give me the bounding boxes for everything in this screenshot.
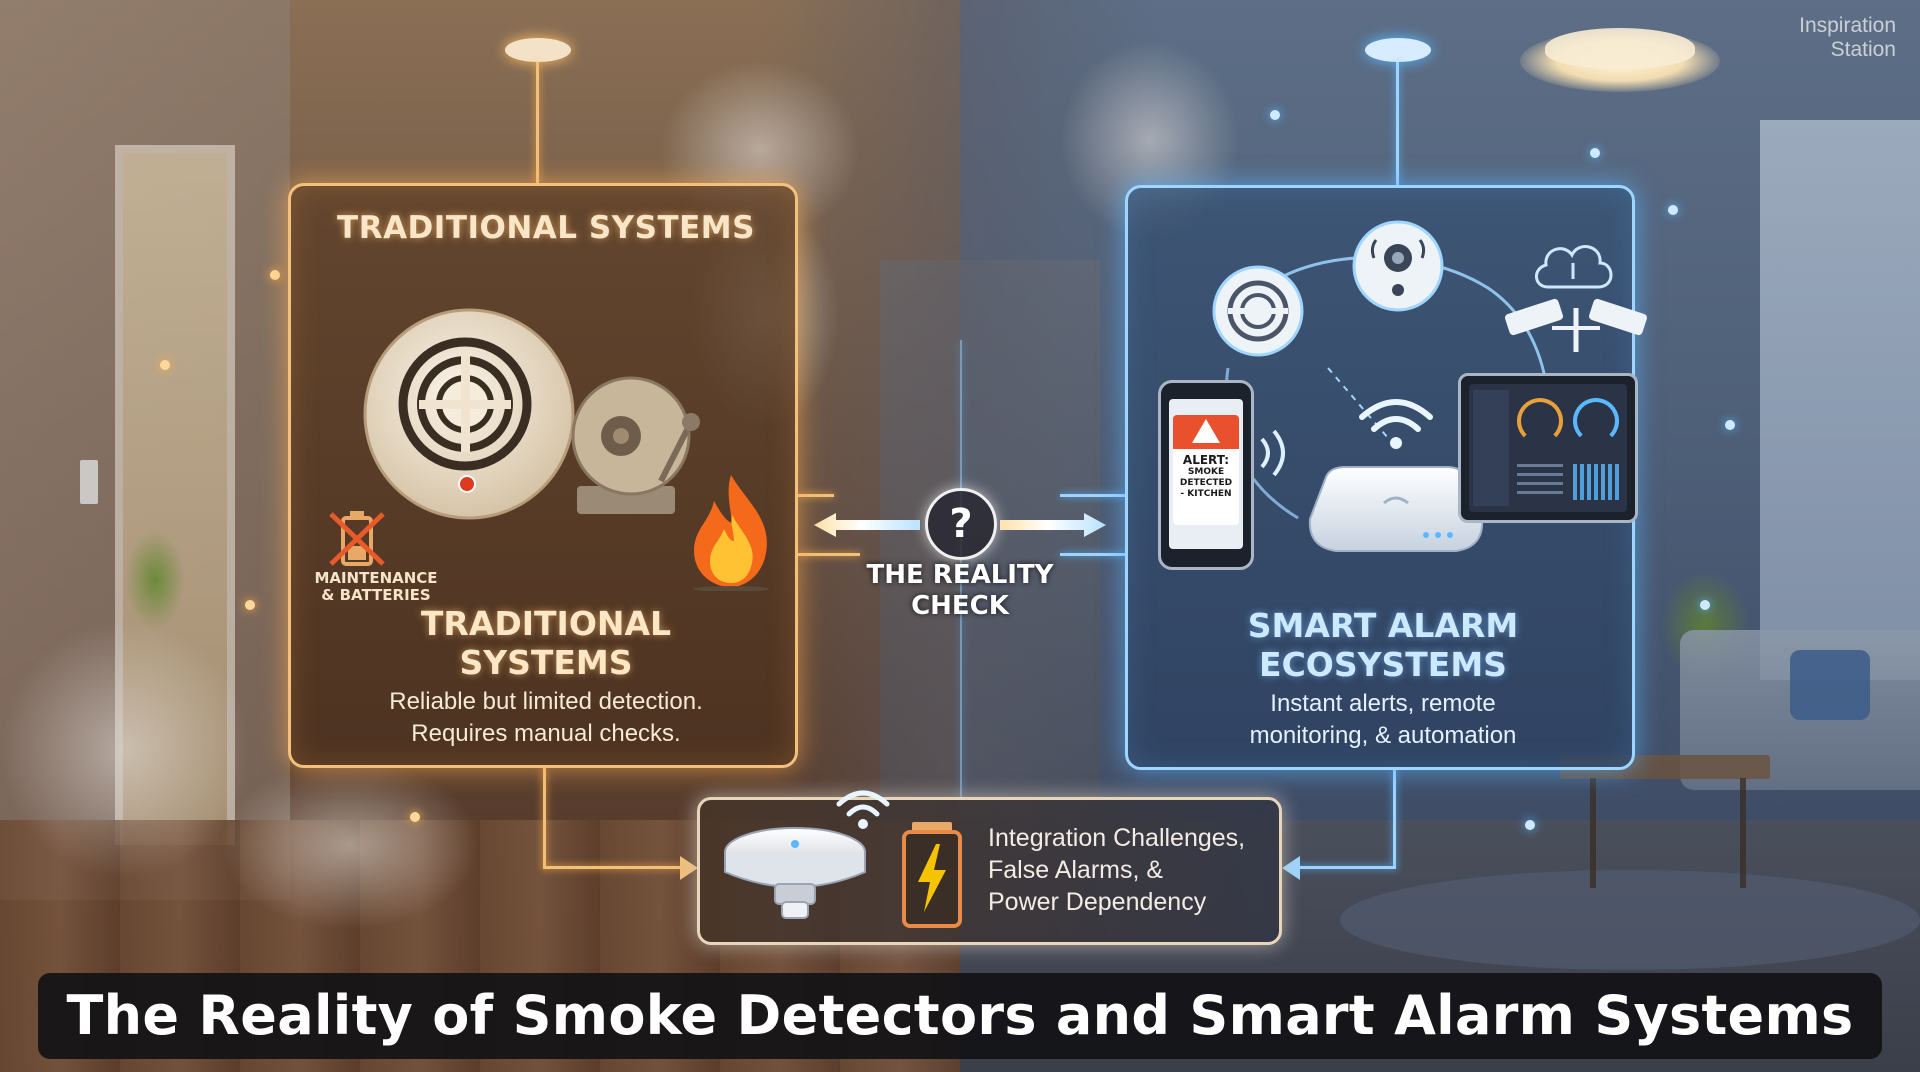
panel-heading: TRADITIONAL SYSTEMS xyxy=(337,210,755,246)
network-node xyxy=(1725,420,1735,430)
watermark-line: Station xyxy=(1830,38,1896,61)
title-line: TRADITIONAL xyxy=(420,604,672,643)
connector-line xyxy=(798,553,860,556)
smart-camera-detector-icon xyxy=(1350,218,1446,314)
bar-graph-icon xyxy=(1573,464,1619,500)
warning-icon xyxy=(1192,419,1220,443)
main-title: The Reality of Smoke Detectors and Smart… xyxy=(66,984,1854,1072)
network-node xyxy=(1700,600,1710,610)
connector-line xyxy=(1396,62,1399,185)
alarm-bell-icon xyxy=(571,356,711,526)
low-battery-icon xyxy=(900,820,964,928)
traditional-systems-panel: TRADITIONAL SYSTEMS xyxy=(288,183,798,768)
network-node xyxy=(270,270,280,280)
security-camera-icon xyxy=(1496,288,1656,358)
network-node xyxy=(245,600,255,610)
connector-line xyxy=(1060,494,1125,497)
panel-description: Instant alerts, remote monitoring, & aut… xyxy=(1128,688,1638,752)
fire-icon xyxy=(686,471,776,592)
challenges-panel: Integration Challenges, False Alarms, & … xyxy=(697,790,1282,945)
desc-line: Instant alerts, remote xyxy=(1270,690,1496,717)
network-node xyxy=(410,812,420,822)
smart-smoke-detector-icon xyxy=(1210,263,1306,359)
plant-left xyxy=(125,530,185,630)
smoke-detector-icon xyxy=(359,304,579,524)
ceiling-lamp xyxy=(1545,28,1695,68)
tablet-screen xyxy=(1469,384,1627,512)
arrow-head-icon xyxy=(680,856,698,880)
maintenance-label: MAINTENANCE & BATTERIES xyxy=(301,570,451,604)
signal-waves-icon xyxy=(1256,423,1296,483)
tablet-dashboard-icon xyxy=(1458,373,1638,523)
cloud-icon xyxy=(1528,233,1618,293)
smoke-puff xyxy=(0,620,250,880)
connector-line xyxy=(543,768,546,868)
smartphone-icon: ALERT: SMOKE DETECTED - KITCHEN xyxy=(1158,380,1254,570)
window xyxy=(1760,120,1920,680)
crossed-battery-icon xyxy=(323,506,393,570)
label-line: THE REALITY xyxy=(866,560,1054,590)
title-line: ECOSYSTEMS xyxy=(1259,645,1507,684)
light-switch xyxy=(80,460,98,504)
wifi-icon xyxy=(1356,393,1436,453)
desc-line: Requires manual checks. xyxy=(411,720,681,747)
label-line: MAINTENANCE xyxy=(314,569,438,587)
stats-panel xyxy=(1517,464,1563,500)
coffee-table-leg xyxy=(1590,778,1596,888)
arrow-head-icon xyxy=(1282,856,1300,880)
double-arrow-icon xyxy=(810,510,1110,540)
alert-panel: ALERT: SMOKE DETECTED - KITCHEN xyxy=(1173,415,1239,525)
network-node xyxy=(1590,148,1600,158)
text-line: Power Dependency xyxy=(988,888,1207,916)
alert-line: SMOKE xyxy=(1187,467,1225,477)
gauge-icon xyxy=(1573,398,1619,444)
smart-alarm-panel: ALERT: SMOKE DETECTED - KITCHEN xyxy=(1125,185,1647,770)
label-line: & BATTERIES xyxy=(321,586,431,604)
desc-line: monitoring, & automation xyxy=(1249,722,1517,749)
text-line: False Alarms, & xyxy=(988,856,1164,884)
phone-alert-text: ALERT: SMOKE DETECTED - KITCHEN xyxy=(1173,453,1239,500)
watermark-line: Inspiration xyxy=(1799,14,1896,37)
panel-description: Reliable but limited detection. Requires… xyxy=(291,686,801,750)
panel-title: TRADITIONAL SYSTEMS xyxy=(291,604,801,682)
title-line: SMART ALARM xyxy=(1247,606,1519,645)
phone-screen: ALERT: SMOKE DETECTED - KITCHEN xyxy=(1169,399,1243,549)
alert-line: - KITCHEN xyxy=(1180,489,1232,499)
challenges-text: Integration Challenges, False Alarms, & … xyxy=(988,822,1278,918)
wifi-icon xyxy=(835,786,891,830)
dashboard-sidebar xyxy=(1473,390,1509,506)
connector-line xyxy=(1296,866,1396,869)
coffee-table-leg xyxy=(1740,778,1746,888)
ceiling-detector-warm xyxy=(505,38,571,62)
reality-check-label: THE REALITY CHECK xyxy=(860,560,1060,622)
smart-hub-icon xyxy=(1306,463,1486,559)
ceiling-detector-cool xyxy=(1365,38,1431,62)
panel-title: SMART ALARM ECOSYSTEMS xyxy=(1128,606,1638,684)
network-node xyxy=(1270,110,1280,120)
network-node xyxy=(1668,205,1678,215)
smoke-puff xyxy=(220,760,480,930)
alert-line: DETECTED xyxy=(1179,478,1233,488)
alert-line: ALERT: xyxy=(1182,453,1230,467)
text-line: Integration Challenges, xyxy=(988,824,1246,852)
network-node xyxy=(1525,820,1535,830)
watermark: Inspiration Station xyxy=(1756,14,1896,62)
connector-line xyxy=(960,340,962,800)
connector-line xyxy=(798,494,834,497)
desc-line: Reliable but limited detection. xyxy=(389,688,703,715)
ceiling-smoke-detector-icon xyxy=(720,822,870,932)
connector-line xyxy=(1060,553,1125,556)
sofa-pillow xyxy=(1790,650,1870,720)
connector-line xyxy=(536,62,539,183)
connector-line xyxy=(543,866,683,869)
label-line: CHECK xyxy=(911,591,1009,621)
question-mark-icon: ? xyxy=(925,488,997,560)
connector-line xyxy=(1393,770,1396,868)
rug xyxy=(1340,870,1920,970)
gauge-icon xyxy=(1517,398,1563,444)
network-node xyxy=(160,360,170,370)
title-banner: The Reality of Smoke Detectors and Smart… xyxy=(38,973,1882,1072)
title-line: SYSTEMS xyxy=(459,643,633,682)
